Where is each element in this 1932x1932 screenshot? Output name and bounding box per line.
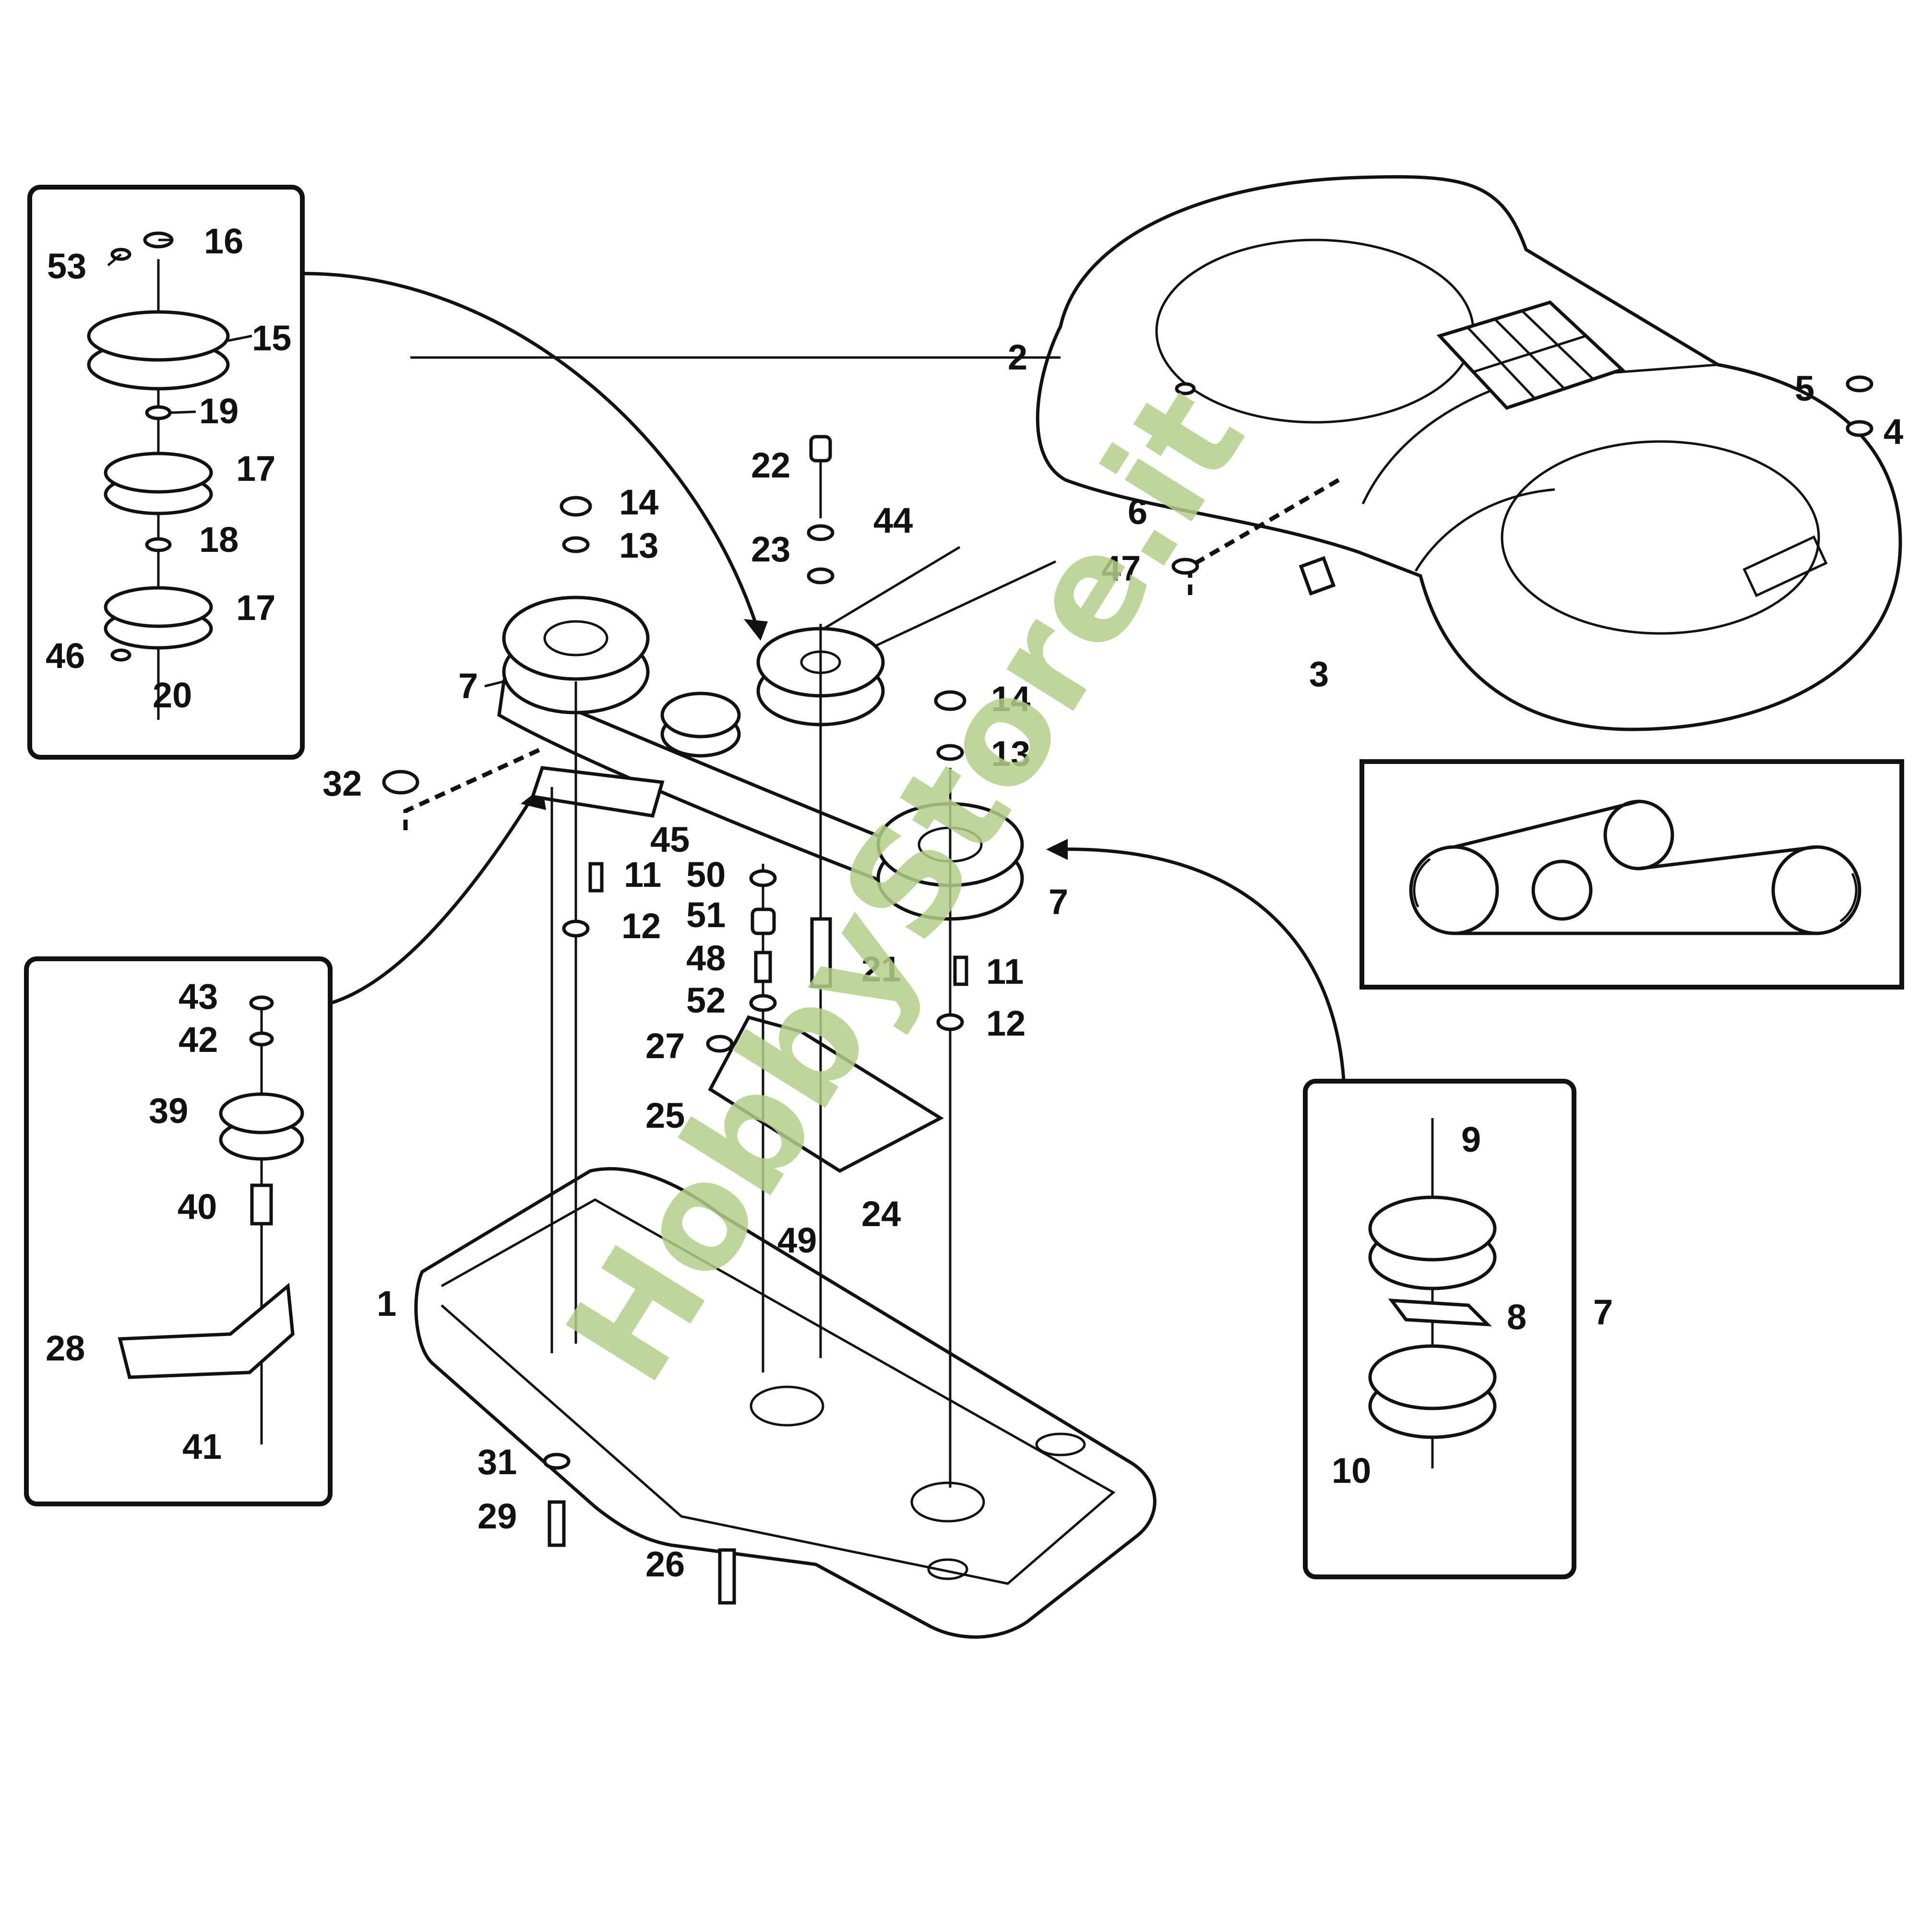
callout-11-right: 11 [986,952,1024,991]
connector-arrow-lower [330,796,534,1005]
inset-idler-assembly-frame [24,956,333,1506]
callout-15: 15 [252,318,291,358]
inset-cutter-pulley-frame [1303,1079,1576,1579]
callout-46: 46 [46,636,85,676]
belt-routing-schematic-icon [1409,799,1861,935]
callout-47: 47 [1101,549,1141,588]
callout-18: 18 [199,520,239,560]
callout-4: 4 [1884,412,1903,452]
callout-8: 8 [1507,1297,1527,1337]
callout-10: 10 [1332,1451,1371,1491]
callout-28: 28 [46,1328,85,1368]
callout-24: 24 [861,1194,901,1234]
callout-48: 48 [686,938,726,978]
callout-45: 45 [650,820,690,859]
callout-17-bottom: 17 [236,588,275,628]
rotation-arrow-icon [1413,858,1431,908]
callout-2: 2 [1008,337,1027,377]
belt-assembly [497,546,1057,1173]
callout-12-left: 12 [621,906,661,946]
callout-29: 29 [477,1496,517,1536]
inset-belt-routing-frame [1360,759,1904,990]
callout-21: 21 [861,949,901,989]
callout-13-right: 13 [991,734,1030,774]
callout-6: 6 [1128,492,1147,532]
callout-3: 3 [1309,654,1329,694]
callout-5: 5 [1795,369,1814,408]
assembly-axis-lines [550,624,952,1488]
arrowhead-upper-icon [744,619,768,641]
callout-labels: 16 53 15 19 17 18 17 46 20 2 5 4 6 47 3 … [46,221,1903,1584]
callout-11-left: 11 [624,855,661,894]
callout-51: 51 [686,895,726,935]
callout-16: 16 [204,221,243,261]
callout-32: 32 [322,763,362,803]
callout-14-right: 14 [991,679,1030,719]
inset-pulley-assembly-frame [27,185,305,760]
callout-40: 40 [178,1187,217,1227]
callout-53: 53 [47,246,86,286]
inset-pulley-parts [87,231,230,720]
callout-7-right: 7 [1049,882,1068,922]
callout-41: 41 [182,1427,222,1467]
callout-17-top: 17 [236,449,275,489]
dashed-link-32 [403,746,543,830]
callout-49: 49 [777,1220,817,1260]
connector-arrow-right [1055,847,1346,1080]
callout-25: 25 [645,1096,685,1135]
callout-23: 23 [751,529,790,569]
callout-7-inset: 7 [1593,1292,1613,1332]
callout-20: 20 [153,675,192,715]
callout-14-left: 14 [619,482,658,522]
callout-9: 9 [1461,1120,1481,1159]
callout-26: 26 [645,1544,685,1584]
callout-27: 27 [645,1026,685,1066]
callout-13-left: 13 [619,525,658,565]
callout-39: 39 [149,1091,188,1131]
rotation-arrow-icon [1839,872,1858,923]
callout-42: 42 [179,1020,218,1060]
callout-44: 44 [873,501,913,540]
dashed-link-3 [1188,478,1340,595]
callout-43: 43 [179,977,218,1016]
callout-22: 22 [751,445,790,485]
deck-cover [1036,175,1902,731]
callout-12-right: 12 [986,1003,1026,1043]
inset-idler-parts [118,995,304,1444]
callout-50: 50 [686,855,726,894]
callout-31: 31 [477,1442,517,1482]
inset-cutter-parts [1368,1118,1497,1468]
connector-arrow-upper [303,272,758,625]
callout-52: 52 [686,980,726,1020]
callout-19: 19 [199,391,239,431]
callout-leaders [107,239,1061,688]
idler-pulley [660,692,741,758]
bracket-45 [530,766,665,818]
callout-1: 1 [377,1284,396,1324]
hardware-fasteners [382,375,1873,1605]
cover-vent-grille-icon [1436,300,1625,410]
left-pulley [502,596,650,715]
arrowhead-right-icon [1046,839,1068,860]
callout-7-left: 7 [458,666,478,706]
deck-base-plate [414,1167,1157,1639]
plate-25 [708,1015,944,1173]
